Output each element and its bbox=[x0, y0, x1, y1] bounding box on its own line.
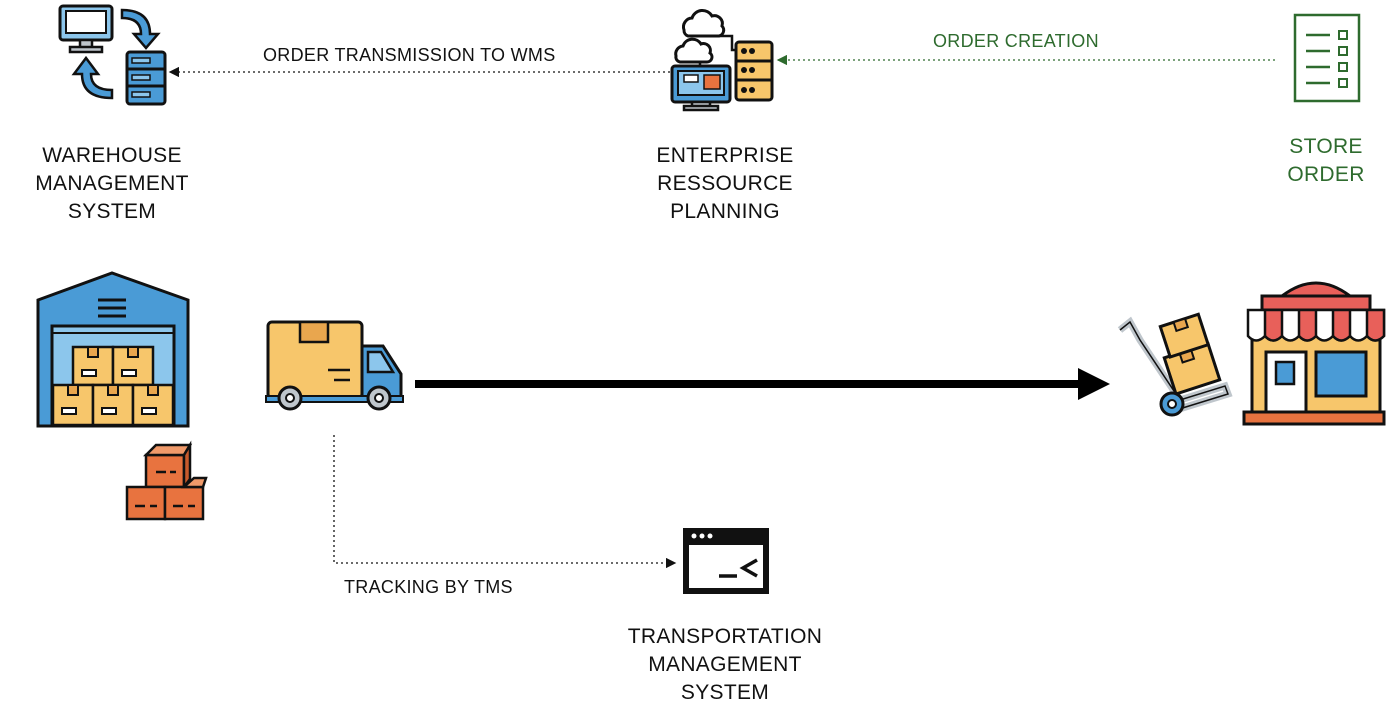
store-order-label: STORE ORDER bbox=[1287, 135, 1365, 186]
warehouse-icon bbox=[36, 271, 190, 428]
checklist-icon bbox=[1293, 13, 1361, 103]
wms-label: WAREHOUSE MANAGEMENT SYSTEM bbox=[35, 144, 189, 223]
cloud-server-icon bbox=[670, 9, 774, 112]
tms-label: TRANSPORTATION MANAGEMENT SYSTEM bbox=[627, 625, 823, 704]
order-transmission-label: ORDER TRANSMISSION TO WMS bbox=[263, 45, 556, 65]
erp-label: ENTERPRISE RESSOURCE PLANNING bbox=[656, 144, 794, 223]
store-icon bbox=[1242, 281, 1386, 426]
computer-server-sync-icon bbox=[58, 4, 167, 106]
tracking-arrow bbox=[333, 435, 677, 569]
order-creation-label: ORDER CREATION bbox=[933, 31, 1099, 51]
stacked-boxes-icon bbox=[125, 440, 208, 521]
terminal-window-icon bbox=[683, 528, 769, 594]
tracking-label: TRACKING BY TMS bbox=[344, 577, 513, 597]
delivery-arrow bbox=[415, 368, 1110, 400]
hand-truck-icon bbox=[1117, 312, 1233, 417]
delivery-truck-icon bbox=[265, 320, 404, 411]
